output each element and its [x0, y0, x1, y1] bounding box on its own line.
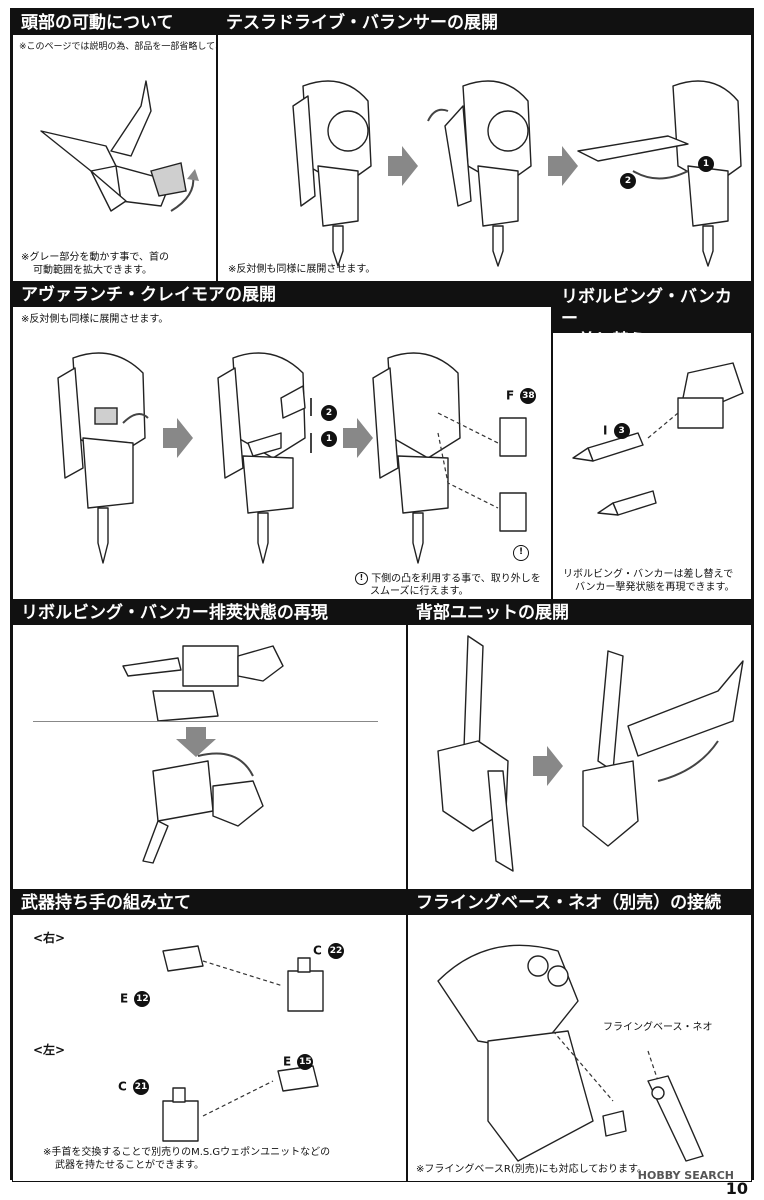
left-e-part: E 15 — [283, 1054, 314, 1070]
left-c-part: C 21 — [118, 1079, 149, 1095]
avalanche-illustration-1 — [57, 352, 149, 564]
eject-illustration-1 — [122, 645, 284, 722]
eject-illustration-2 — [142, 752, 264, 864]
panel-note-2: バンカー撃発状態を再現できます。 — [575, 582, 735, 593]
flying-base-label: フライングベース・ネオ — [603, 1022, 713, 1033]
panel-title: リボルビング・バンカー排莢状態の再現 — [13, 601, 406, 625]
page-number: 10 — [725, 1179, 748, 1198]
right-hand-illustration — [162, 945, 324, 1012]
warning-icon-small: ! — [355, 572, 368, 585]
panel-note-gray-1: ※グレー部分を動かす事で、首の — [21, 252, 169, 263]
step-arrow-3 — [163, 418, 193, 458]
panel-note-2: 武器を持たせることができます。 — [55, 1160, 204, 1171]
step-arrow-down — [176, 727, 216, 757]
step-2-badge: 2 — [321, 405, 337, 421]
tesla-illustration-1 — [292, 80, 372, 267]
tesla-illustration-3 — [577, 80, 742, 267]
panel-title: フライングベース・ネオ（別売）の接続 — [408, 891, 751, 915]
tesla-illustration-2 — [427, 80, 532, 267]
panel-title: テスラドライブ・バランサーの展開 — [218, 11, 751, 35]
panel-revolving-bunker: リボルビング・バンカー の差し替え I 3 リボルビング・バンカーは差し替えで … — [552, 282, 752, 600]
part-letter-text: E — [120, 991, 129, 1006]
part-number-badge: 15 — [297, 1054, 314, 1070]
panel-note: ※反対側も同様に展開させます。 — [228, 264, 376, 275]
left-hand-illustration — [162, 1065, 319, 1142]
step-2-badge: 2 — [620, 173, 636, 189]
panel-flying-base: フライングベース・ネオ（別売）の接続 フライングベース・ネオ ※フライングベース… — [407, 890, 752, 1182]
part-number-badge: 22 — [328, 943, 344, 959]
avalanche-illustration-2 — [217, 352, 312, 564]
head-illustration — [40, 80, 199, 212]
part-letter-text: E — [283, 1054, 292, 1069]
step-1-badge: 1 — [321, 431, 337, 447]
part-letter: F 38 — [506, 388, 537, 404]
panel-eject-state: リボルビング・バンカー排莢状態の再現 — [12, 600, 407, 890]
flying-base-illustration — [437, 944, 704, 1162]
panel-note: ※フライングベースR(別売)にも対応しております。 — [416, 1164, 648, 1175]
panel-note-gray-2: 可動範囲を拡大できます。 — [33, 265, 152, 276]
panel-tesla-drive: テスラドライブ・バランサーの展開 1 2 ※反対側も同様に展開させます。 — [217, 10, 752, 282]
panel-title-line-1: リボルビング・バンカー — [561, 287, 732, 329]
revolving-illustration — [572, 362, 744, 516]
panel-title: 武器持ち手の組み立て — [13, 891, 406, 915]
right-label: <右> — [33, 931, 66, 945]
panel-title: 頭部の可動について — [13, 11, 216, 35]
panel-title: 背部ユニットの展開 — [408, 601, 751, 625]
right-e-part: E 12 — [120, 991, 151, 1007]
hint-line-1: ! 下側の凸を利用する事で、取り外しを — [353, 572, 541, 586]
panel-note: ※反対側も同様に展開させます。 — [21, 314, 169, 325]
step-1-badge: 1 — [698, 156, 714, 172]
hint-line-2: スムーズに行えます。 — [370, 586, 469, 597]
avalanche-illustration-3 — [372, 352, 527, 564]
panel-title-line-2: の差し替え — [561, 331, 646, 351]
panel-avalanche-claymore: アヴァランチ・クレイモアの展開 ※反対側も同様に展開させます。 2 1 — [12, 282, 552, 600]
part-letter-text: C — [313, 943, 322, 958]
panel-title: リボルビング・バンカー の差し替え — [553, 283, 751, 351]
divider-line — [33, 721, 378, 722]
part-number-badge: 21 — [133, 1079, 149, 1095]
panel-head-movement: 頭部の可動について ※このページでは説明の為、部品を一部省略しております。 ※グ… — [12, 10, 217, 282]
part-letter-text: C — [118, 1079, 127, 1094]
step-arrow-4 — [343, 418, 373, 458]
right-c-part: C 22 — [313, 943, 344, 959]
left-label: <左> — [33, 1043, 66, 1057]
back-illustration-2 — [582, 650, 744, 847]
part-number-badge: 12 — [134, 991, 151, 1007]
part-number-badge: 38 — [520, 388, 537, 404]
manual-page: 頭部の可動について ※このページでは説明の為、部品を一部省略しております。 ※グ… — [10, 8, 754, 1182]
panel-weapon-hand: 武器持ち手の組み立て <右> E 12 C 22 <左> C 21 E — [12, 890, 407, 1182]
hint-text-1: 下側の凸を利用する事で、取り外しを — [371, 573, 541, 585]
warning-icon: ! — [513, 545, 529, 561]
part-letter-text: F — [506, 388, 515, 403]
part-letter-text: I — [603, 423, 608, 438]
step-arrow-5 — [533, 746, 563, 786]
panel-note-1: ※手首を交換することで別売りのM.S.Gウェポンユニットなどの — [43, 1147, 331, 1158]
back-illustration-1 — [437, 635, 514, 872]
step-arrow-1 — [388, 146, 418, 186]
panel-title: アヴァランチ・クレイモアの展開 — [13, 283, 551, 307]
panel-note-1: リボルビング・バンカーは差し替えで — [563, 569, 734, 580]
panel-note: ※このページでは説明の為、部品を一部省略しております。 — [19, 42, 216, 52]
watermark: HOBBY SEARCH — [637, 1169, 734, 1182]
part-number-badge: 3 — [613, 423, 630, 439]
panel-back-unit: 背部ユニットの展開 — [407, 600, 752, 890]
part-letter: I 3 — [603, 423, 630, 439]
step-arrow-2 — [548, 146, 578, 186]
